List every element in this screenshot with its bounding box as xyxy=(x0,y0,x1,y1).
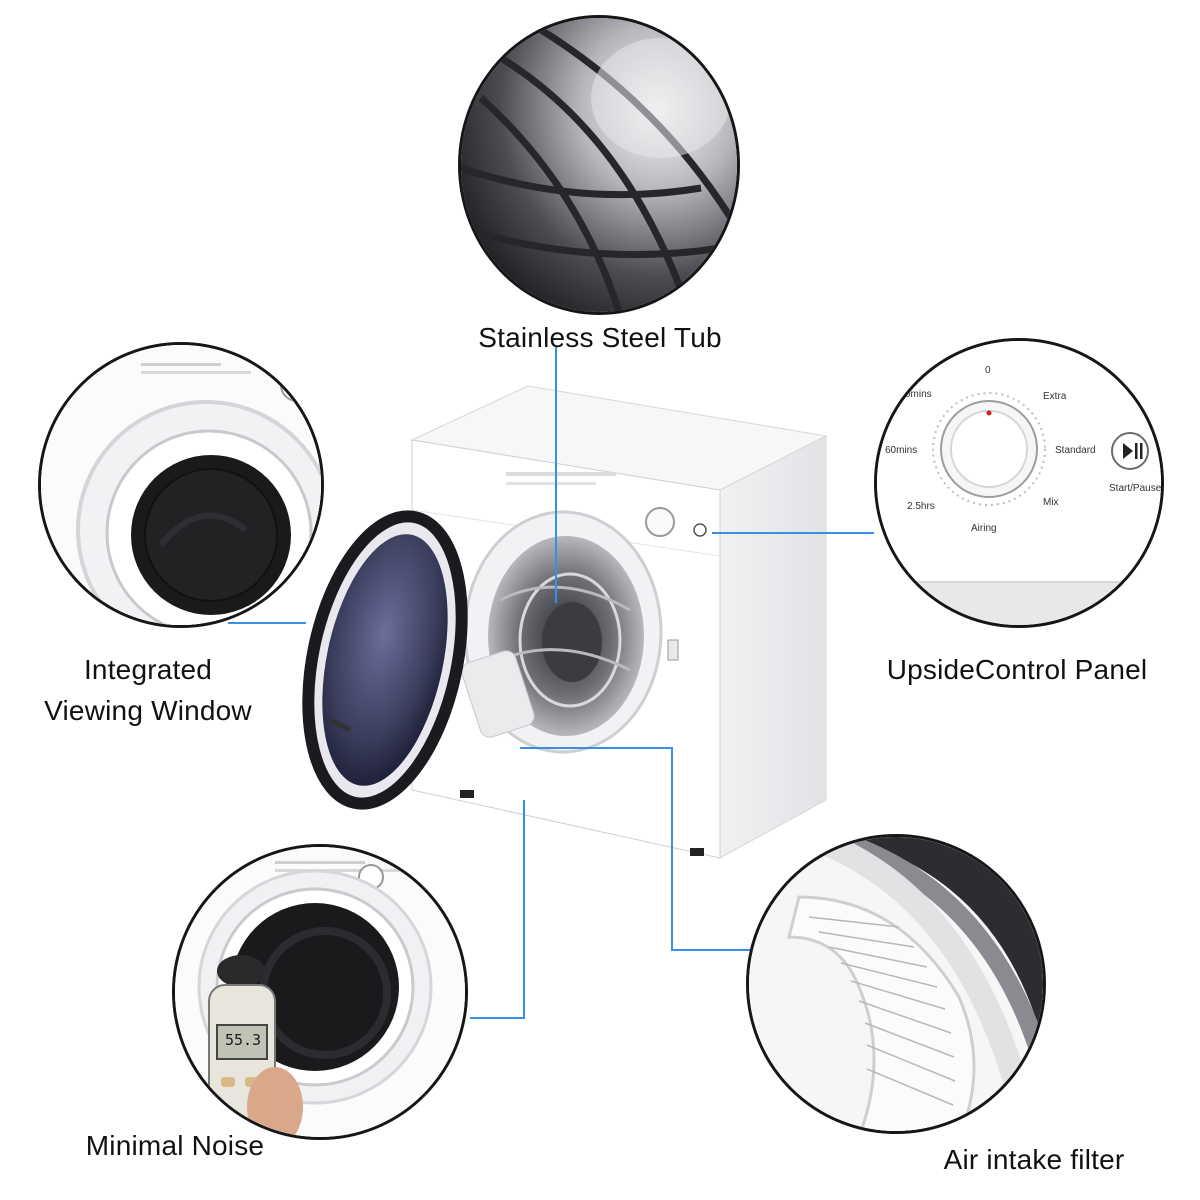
tub-label-text: Stainless Steel Tub xyxy=(478,322,722,353)
window-closeup-bubble xyxy=(38,342,324,628)
dial-label-30: 0mins xyxy=(905,389,932,400)
panel-label-text: UpsideControl Panel xyxy=(886,654,1148,685)
dial-label-standard: Standard xyxy=(1055,445,1096,456)
window-label: Integrated Viewing Window xyxy=(18,650,278,731)
tub-label: Stainless Steel Tub xyxy=(440,318,760,359)
dial-label-airing: Airing xyxy=(971,523,997,534)
connector-filter xyxy=(520,747,750,951)
dial-label-2-5: 2.5hrs xyxy=(907,501,935,512)
filter-closeup-bubble xyxy=(746,834,1046,1134)
dryer-lint-filter xyxy=(461,650,535,738)
window-label-line1: Integrated xyxy=(83,654,213,685)
filter-closeup-image xyxy=(749,837,1043,1131)
noise-label: Minimal Noise xyxy=(60,1126,290,1167)
noise-closeup-image xyxy=(175,847,465,1137)
filter-grille xyxy=(787,895,976,1131)
window-label-line2: Viewing Window xyxy=(44,694,252,726)
tub-closeup-image xyxy=(461,18,737,312)
window-closeup-image xyxy=(41,345,321,625)
filter-label: Air intake filter xyxy=(922,1140,1146,1181)
panel-dial-graphic xyxy=(932,392,1149,506)
dryer-dial xyxy=(645,507,675,537)
dial-label-start-pause: Start/Pause xyxy=(1109,483,1162,494)
filter-label-text: Air intake filter xyxy=(943,1144,1125,1175)
dial-label-mix: Mix xyxy=(1043,497,1059,508)
panel-lower-face xyxy=(877,583,1161,625)
dial-label-extra: Extra xyxy=(1043,391,1067,402)
meter-reading: 55.3 xyxy=(224,1031,262,1049)
tub-closeup-bubble xyxy=(458,15,740,315)
noise-label-text: Minimal Noise xyxy=(85,1130,265,1161)
dryer-door xyxy=(302,510,468,810)
panel-closeup-bubble: 0 Extra 0mins 60mins Standard 2.5hrs Mix… xyxy=(874,338,1164,628)
noise-closeup-bubble: 55.3 xyxy=(172,844,468,1140)
connector-noise xyxy=(470,800,525,1019)
panel-label: UpsideControl Panel xyxy=(862,650,1172,691)
dial-label-60: 60mins xyxy=(885,445,918,456)
dryer-start-button xyxy=(693,523,707,537)
dial-label-zero: 0 xyxy=(985,365,991,376)
